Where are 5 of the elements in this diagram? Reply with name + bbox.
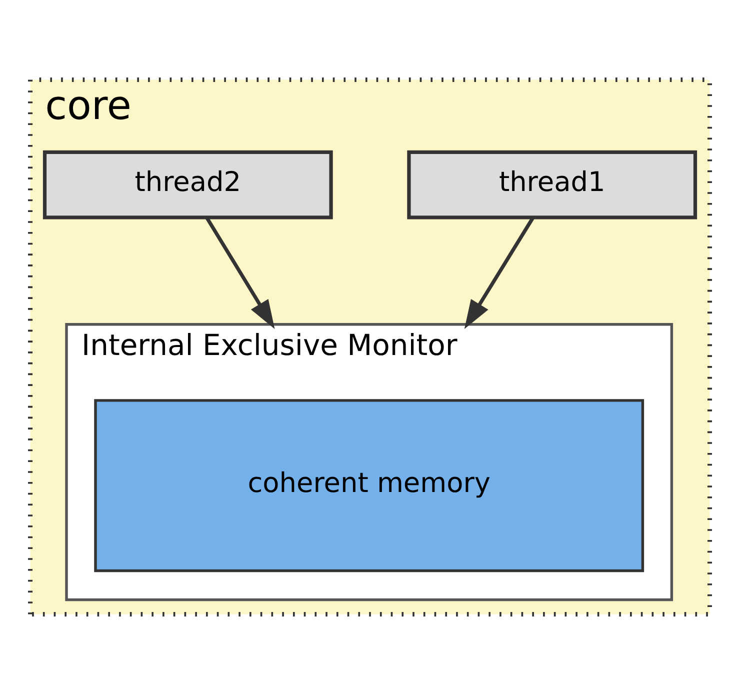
node-box: thread2 <box>42 150 333 220</box>
arrow <box>464 216 534 330</box>
node-box: coherent memory <box>94 399 644 572</box>
arrow <box>205 216 275 330</box>
node-box: thread1 <box>407 150 698 220</box>
